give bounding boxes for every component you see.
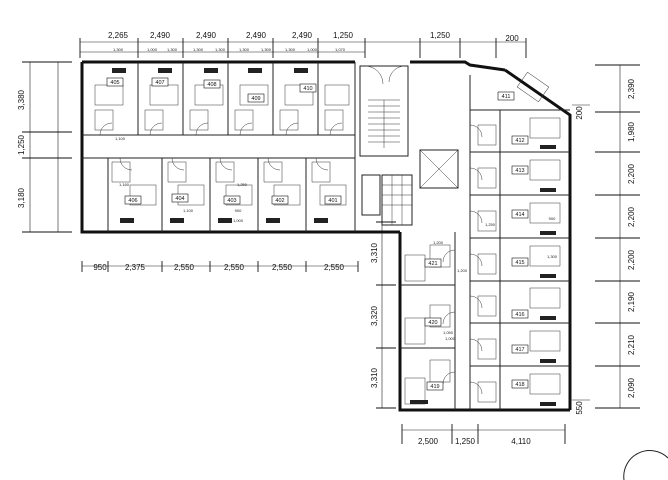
small-dim: 1,200 bbox=[457, 268, 468, 273]
small-dim: 1,000 bbox=[233, 218, 244, 223]
dims-right: 2,390 1,980 2,200 2,200 2,200 2,190 2,21… bbox=[575, 78, 636, 414]
dim-bottom-text: 2,550 bbox=[324, 263, 345, 272]
small-dim: 1,100 bbox=[115, 136, 126, 141]
small-dim: 1,200 bbox=[433, 240, 444, 245]
small-dim: 1,160 bbox=[119, 182, 130, 187]
room-number: 409 bbox=[251, 96, 260, 102]
dim-sub-text: 1,300 bbox=[261, 47, 272, 52]
dim-right-text: 2,200 bbox=[627, 206, 636, 227]
room-number: 415 bbox=[515, 260, 524, 266]
dim-sub-text: 1,300 bbox=[113, 47, 124, 52]
east-strip-partitions bbox=[469, 75, 570, 410]
room-tags-lower: 406 404 403 402 401 bbox=[124, 193, 342, 205]
room-tags-east: 411 412 413 414 415 416 417 418 bbox=[497, 91, 529, 389]
room-number: 416 bbox=[515, 312, 524, 318]
room-number: 418 bbox=[515, 382, 524, 388]
dim-top-text: 2,265 bbox=[108, 31, 129, 40]
dims-wing-left: 3,310 3,320 3,310 bbox=[370, 242, 379, 388]
dim-wing-bottom-text: 1,250 bbox=[455, 437, 476, 446]
dim-top-text: 1,250 bbox=[430, 31, 451, 40]
room-number: 414 bbox=[515, 212, 524, 218]
dim-wing-text: 3,310 bbox=[370, 367, 379, 388]
dim-wing-text: 3,320 bbox=[370, 305, 379, 326]
dim-sub-text: 1,070 bbox=[335, 47, 346, 52]
dims-top: 2,265 2,490 2,490 2,490 2,490 1,250 1,25… bbox=[108, 31, 519, 43]
dim-wing-bottom-text: 2,500 bbox=[418, 437, 439, 446]
door-swings bbox=[99, 122, 668, 480]
room-number: 403 bbox=[227, 198, 236, 204]
dim-right-text: 2,210 bbox=[627, 334, 636, 355]
room-number: 408 bbox=[207, 82, 216, 88]
dim-right-text: 2,090 bbox=[627, 377, 636, 398]
dims-wing-bottom: 2,500 1,250 4,110 bbox=[418, 437, 531, 446]
building-walls bbox=[80, 60, 572, 412]
small-dim: 900 bbox=[235, 208, 242, 213]
wing-partitions bbox=[400, 232, 456, 410]
room-number: 402 bbox=[275, 198, 284, 204]
dim-sub-text: 1,000 bbox=[307, 47, 318, 52]
room-number: 405 bbox=[110, 80, 119, 86]
room-number: 407 bbox=[155, 80, 164, 86]
dim-sub-text: 1,300 bbox=[239, 47, 250, 52]
dims-top-sub: 1,300 1,000 1,300 1,300 1,300 1,300 1,30… bbox=[113, 47, 346, 52]
dim-right-text: 2,190 bbox=[627, 291, 636, 312]
dim-right-text: 550 bbox=[575, 401, 584, 415]
small-dim: 1,050 bbox=[443, 330, 454, 335]
dim-left-text: 3,180 bbox=[17, 187, 26, 208]
dim-sub-text: 1,300 bbox=[285, 47, 296, 52]
dimension-lines bbox=[22, 38, 640, 444]
room-number: 413 bbox=[515, 168, 524, 174]
dim-right-text: 1,980 bbox=[627, 121, 636, 142]
dim-right-text: 2,200 bbox=[627, 249, 636, 270]
small-dim: 1,100 bbox=[183, 208, 194, 213]
dim-wing-text: 3,310 bbox=[370, 242, 379, 263]
dim-bottom-text: 2,375 bbox=[125, 263, 146, 272]
room-number: 421 bbox=[428, 261, 437, 267]
room-number: 411 bbox=[502, 94, 511, 100]
dim-sub-text: 1,300 bbox=[193, 47, 204, 52]
room-number: 412 bbox=[515, 138, 524, 144]
room-number: 417 bbox=[515, 347, 524, 353]
dim-bottom-text: 2,550 bbox=[174, 263, 195, 272]
dim-bottom-text: 950 bbox=[93, 263, 107, 272]
dim-top-text: 200 bbox=[505, 34, 519, 43]
room-number: 420 bbox=[428, 320, 437, 326]
dim-top-text: 2,490 bbox=[246, 31, 267, 40]
room-number: 404 bbox=[175, 196, 184, 202]
dim-top-text: 2,490 bbox=[292, 31, 313, 40]
dim-left-text: 1,250 bbox=[17, 134, 26, 155]
dim-left-text: 3,380 bbox=[17, 89, 26, 110]
room-tags-upper: 405 407 408 409 410 bbox=[106, 77, 317, 103]
dim-top-text: 1,250 bbox=[333, 31, 354, 40]
dim-bottom-text: 2,550 bbox=[224, 263, 245, 272]
dim-sub-text: 1,000 bbox=[147, 47, 158, 52]
dim-sub-text: 1,300 bbox=[167, 47, 178, 52]
small-dim: 1,300 bbox=[547, 254, 558, 259]
dim-right-text: 2,200 bbox=[627, 163, 636, 184]
room-tags-wing: 421 420 419 bbox=[424, 258, 444, 391]
small-dim: 900 bbox=[549, 216, 556, 221]
small-dim: 1,000 bbox=[445, 336, 456, 341]
furniture bbox=[94, 68, 561, 406]
room-number: 401 bbox=[328, 198, 337, 204]
interior-small-dims: 1,100 1,160 1,250 1,100 900 1,000 1,200 … bbox=[115, 136, 558, 341]
dim-right-text: 2,390 bbox=[627, 78, 636, 99]
room-number: 406 bbox=[128, 198, 137, 204]
west-block-partitions bbox=[82, 62, 356, 232]
small-dim: 1,250 bbox=[237, 182, 248, 187]
dim-right-text: 200 bbox=[575, 106, 584, 120]
stair-core bbox=[359, 65, 459, 226]
room-number: 419 bbox=[430, 384, 439, 390]
small-dim: 1,250 bbox=[485, 222, 496, 227]
dim-top-text: 2,490 bbox=[196, 31, 217, 40]
dim-sub-text: 1,300 bbox=[215, 47, 226, 52]
room-number: 410 bbox=[303, 86, 312, 92]
dim-wing-bottom-text: 4,110 bbox=[511, 437, 531, 446]
dim-bottom-text: 2,550 bbox=[272, 263, 293, 272]
dims-left: 3,380 1,250 3,180 bbox=[17, 89, 26, 208]
dims-bottom: 950 2,375 2,550 2,550 2,550 2,550 bbox=[93, 263, 344, 272]
dim-top-text: 2,490 bbox=[150, 31, 171, 40]
